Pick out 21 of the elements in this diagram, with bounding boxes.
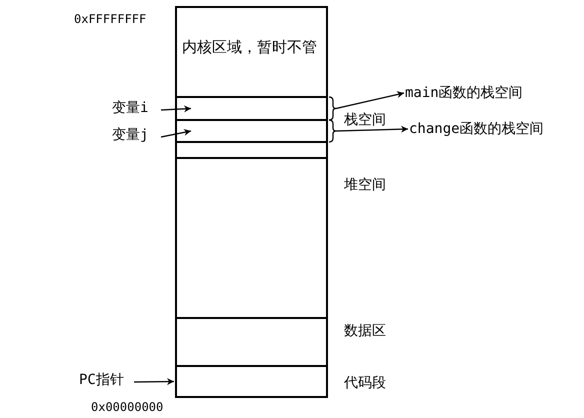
memory-segment (175, 157, 328, 319)
stack-frame-label: main函数的栈空间 (405, 84, 523, 102)
memory-segment (175, 119, 328, 143)
pointer-label: PC指针 (79, 371, 124, 389)
memory-segment (175, 365, 328, 398)
memory-segment: 内核区域，暂时不管 (175, 6, 328, 98)
memory-segment (175, 96, 328, 121)
arrow (134, 378, 174, 386)
variable-label: 变量i (112, 99, 148, 117)
variable-label: 变量j (112, 126, 148, 144)
region-label: 堆空间 (344, 176, 386, 194)
stack-frame-label: change函数的栈空间 (409, 120, 544, 138)
region-label: 数据区 (344, 322, 386, 340)
region-label: 栈空间 (344, 111, 386, 129)
memory-segment (175, 141, 328, 159)
arrow (336, 91, 404, 110)
arrow (336, 126, 408, 133)
address-label: 0x00000000 (91, 399, 164, 416)
region-label: 代码段 (344, 374, 386, 392)
address-label: 0xFFFFFFFF (74, 11, 146, 28)
memory-segment (175, 317, 328, 367)
